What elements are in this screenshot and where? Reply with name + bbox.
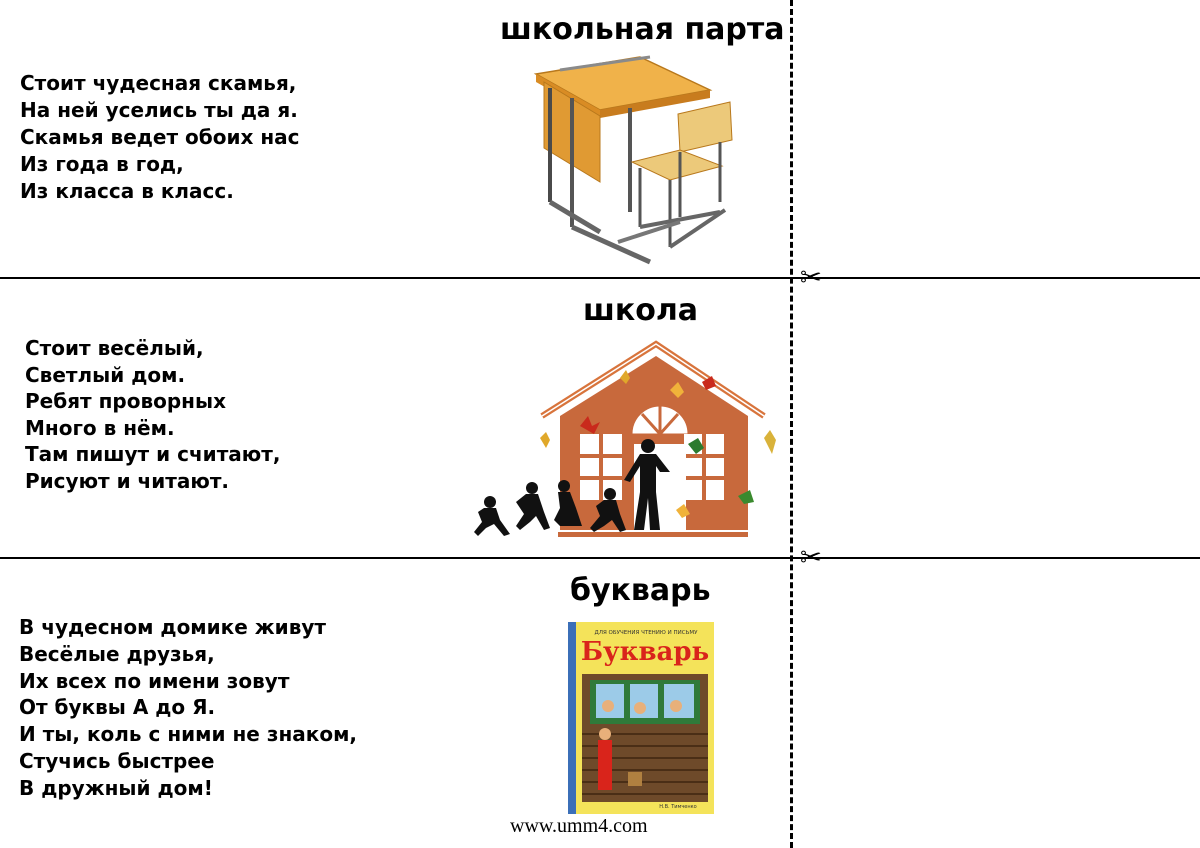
book-top-caption: ДЛЯ ОБУЧЕНИЯ ЧТЕНИЮ И ПИСЬМУ [595, 630, 699, 636]
poem-line: На ней уселись ты да я. [20, 98, 298, 122]
cut-line-horizontal [0, 557, 1200, 559]
poem-line: Рисуют и читают. [25, 468, 230, 493]
poem-line: От буквы А до Я. [19, 695, 216, 720]
poem-line: В чудесном домике живут [19, 615, 326, 639]
footer-url: www.umm4.com [510, 815, 648, 837]
school-house-illustration [474, 340, 776, 537]
poem-line: Весёлые друзья, [19, 641, 215, 666]
poem-line: И ты, коль с ними не знаком, [19, 722, 358, 747]
poem-line: Там пишут и считают, [25, 442, 281, 466]
scissors-icon: ✂ [800, 543, 822, 573]
poem-line: Стоит весёлый, [25, 336, 204, 360]
poem-line: Ребят проворных [25, 389, 226, 413]
poem-primer: В чудесном домике живут Весёлые друзья, … [19, 614, 357, 802]
poem-line: Стучись быстрее [19, 748, 215, 773]
poem-line: В дружный дом! [19, 775, 213, 800]
section-title-primer: букварь [570, 573, 711, 608]
poem-line: Их всех по имени зовут [19, 668, 290, 693]
cut-line-horizontal [0, 277, 1200, 279]
poem-line: Из класса в класс. [20, 179, 234, 203]
primer-book-illustration: ДЛЯ ОБУЧЕНИЯ ЧТЕНИЮ И ПИСЬМУ Букварь Н.В… [568, 622, 714, 814]
book-title: Букварь [581, 637, 709, 667]
poem-line: Скамья ведет обоих нас [20, 125, 300, 149]
poem-line: Светлый дом. [25, 362, 186, 387]
section-title-school: школа [583, 293, 699, 328]
poem-desk: Стоит чудесная скамья, На ней уселись ты… [20, 70, 300, 205]
poem-school: Стоит весёлый, Светлый дом. Ребят провор… [25, 335, 280, 494]
poem-line: Из года в год, [20, 152, 184, 176]
section-title-desk: школьная парта [500, 12, 785, 47]
scissors-icon: ✂ [800, 263, 822, 293]
book-bottom-caption: Н.В. Тимченко [659, 804, 696, 810]
cut-line-vertical [790, 0, 793, 848]
desk-illustration [533, 55, 733, 265]
poem-line: Стоит чудесная скамья, [20, 71, 297, 95]
poem-line: Много в нём. [25, 415, 175, 440]
